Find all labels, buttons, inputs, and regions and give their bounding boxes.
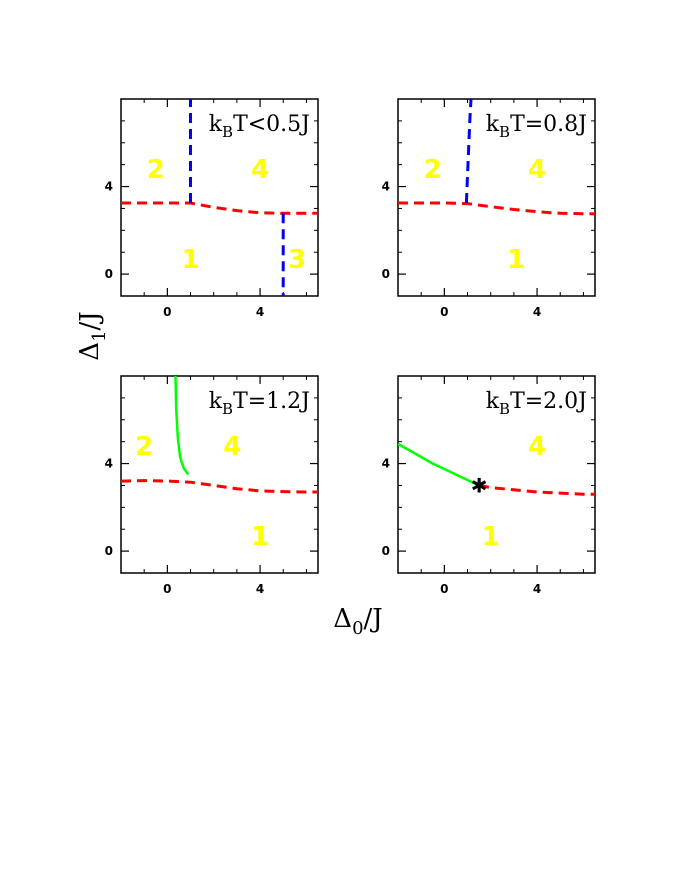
panel-top-right: 0 4 0 4 2 4 1 kBT=0.8J	[382, 98, 596, 319]
region-label: 1	[482, 522, 500, 552]
temperature-label: kBT=2.0J	[486, 389, 587, 418]
temperature-label-sub: B	[222, 123, 233, 141]
temperature-label: kBT<0.5J	[209, 112, 310, 141]
temperature-label-sub: B	[499, 123, 510, 141]
y-tick-label: 0	[382, 544, 390, 558]
region-label: 1	[507, 245, 525, 275]
y-tick-label: 4	[382, 457, 390, 471]
y-axis-label-sub: 1	[89, 330, 110, 341]
y-tick-label: 4	[105, 180, 113, 194]
x-tick-label: 4	[533, 305, 541, 319]
temperature-label-k: k	[486, 112, 500, 137]
temperature-label-k: k	[486, 389, 500, 414]
region-label: 2	[147, 155, 165, 185]
series-line	[174, 376, 190, 476]
panel-series-group	[398, 99, 595, 216]
region-label: 2	[135, 432, 153, 462]
temperature-label-k: k	[209, 389, 223, 414]
temperature-label-k: k	[209, 112, 223, 137]
y-axis-label-main: Δ	[75, 342, 105, 361]
x-tick-label: 0	[440, 305, 448, 319]
temperature-label-rest: T=2.0J	[510, 389, 587, 414]
x-axis-label: Δ0/J	[333, 604, 382, 639]
panel-frame	[120, 98, 319, 297]
panel-frame	[397, 375, 596, 574]
x-axis-label-rest: /J	[364, 604, 383, 634]
region-label: 1	[181, 245, 199, 275]
series-line	[398, 442, 480, 487]
region-label: 2	[424, 155, 442, 185]
region-label: 3	[288, 245, 306, 275]
region-label: 4	[223, 432, 241, 462]
y-tick-label: 4	[105, 457, 113, 471]
panel-frame	[120, 375, 319, 574]
panel-bottom-right: 0 4 0 4 ✱ 4 1 kBT=2.0J	[382, 375, 596, 596]
star-marker: ✱	[471, 473, 488, 497]
series-line	[121, 201, 318, 215]
y-tick-label: 0	[382, 267, 390, 281]
temperature-label-sub: B	[222, 400, 233, 418]
x-tick-label: 0	[163, 305, 171, 319]
temperature-label-rest: T<0.5J	[233, 112, 310, 137]
x-tick-label: 0	[163, 582, 171, 596]
temperature-label-sub: B	[499, 400, 510, 418]
y-axis-label-rest: /J	[75, 311, 105, 330]
series-line	[121, 479, 318, 494]
panel-top-left: 0 4 0 4 2 4 1 3 kBT<0.5J	[105, 98, 319, 319]
panel-series-group	[121, 376, 318, 494]
y-tick-label: 0	[105, 267, 113, 281]
x-tick-label: 4	[256, 305, 264, 319]
panel-frame	[397, 98, 596, 297]
y-tick-label: 4	[382, 180, 390, 194]
panel-series-group	[398, 442, 595, 496]
region-label: 4	[528, 432, 546, 462]
temperature-label-rest: T=0.8J	[510, 112, 587, 137]
region-label: 4	[528, 155, 546, 185]
x-axis-label-sub: 0	[352, 618, 363, 639]
x-tick-label: 0	[440, 582, 448, 596]
region-label: 4	[251, 155, 269, 185]
series-line	[464, 99, 473, 204]
series-line	[478, 483, 595, 496]
region-label: 1	[251, 522, 269, 552]
series-line	[398, 201, 595, 216]
y-axis-label: Δ1/J	[75, 311, 110, 360]
temperature-label-rest: T=1.2J	[233, 389, 310, 414]
temperature-label: kBT=0.8J	[486, 112, 587, 141]
panel-series-group	[121, 99, 318, 296]
x-axis-label-main: Δ	[333, 604, 352, 634]
x-tick-label: 4	[533, 582, 541, 596]
x-tick-label: 4	[256, 582, 264, 596]
y-tick-label: 0	[105, 544, 113, 558]
temperature-label: kBT=1.2J	[209, 389, 310, 418]
panel-bottom-left: 0 4 0 4 2 4 1 kBT=1.2J	[105, 375, 319, 596]
